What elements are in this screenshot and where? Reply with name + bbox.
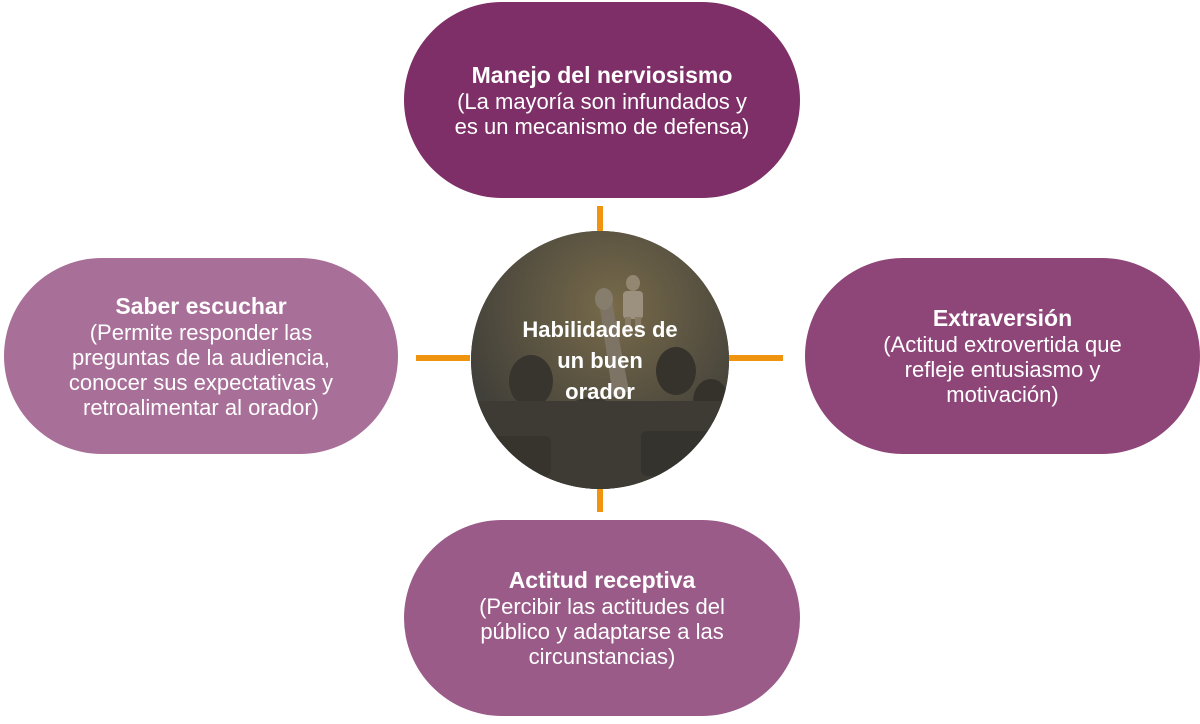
center-title: Habilidades de un buen orador [522,316,678,404]
node-description: (Percibir las actitudes del público y ad… [479,594,725,669]
node-description: (Actitud extrovertida que refleje entusi… [883,332,1122,407]
audience-raising-hand-photo [471,231,729,489]
node-description: (Permite responder las preguntas de la a… [68,319,334,420]
node-saber-escuchar: Saber escuchar (Permite responder las pr… [4,258,398,454]
node-title: Extraversión [932,305,1073,331]
connector-bottom [597,486,603,512]
node-actitud-receptiva: Actitud receptiva (Percibir las actitude… [404,520,800,716]
node-manejo-nerviosismo: Manejo del nerviosismo (La mayoría son i… [404,2,800,198]
node-title: Manejo del nerviosismo [471,61,733,88]
node-extraversion: Extraversión (Actitud extrovertida que r… [805,258,1200,454]
node-title: Saber escuchar [115,292,287,319]
center-node: Habilidades de un buen orador [471,231,729,489]
node-title: Actitud receptiva [508,567,696,593]
connector-right [729,355,783,361]
connector-left [416,355,470,361]
connector-top [597,206,603,232]
node-description: (La mayoría son infundados y es un mecan… [454,88,750,139]
